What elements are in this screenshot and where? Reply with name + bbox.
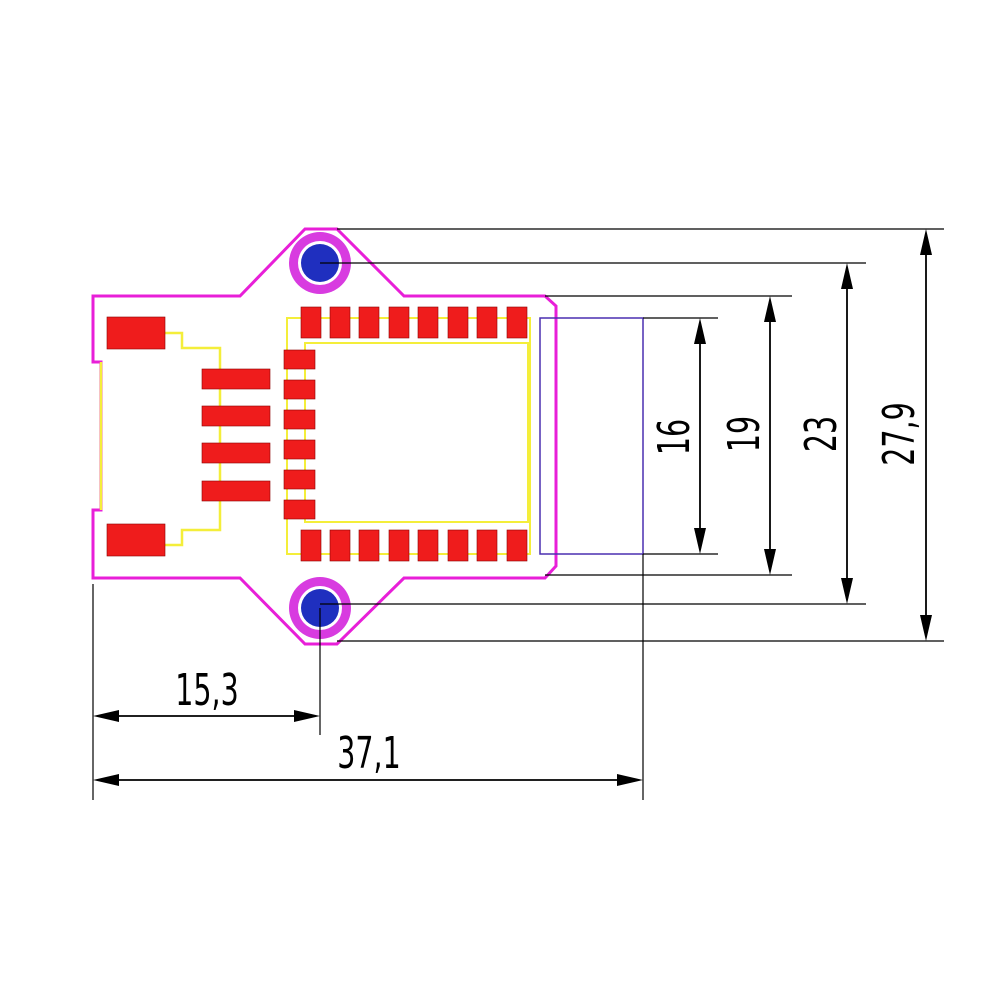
usb-pad bbox=[201, 480, 271, 502]
module-pad bbox=[388, 306, 410, 339]
module-pad bbox=[506, 529, 528, 562]
dimension-line-37-1 bbox=[93, 774, 643, 786]
module-pad bbox=[417, 306, 439, 339]
module-pad bbox=[476, 529, 498, 562]
dimension-label-27-9: 27,9 bbox=[874, 402, 926, 465]
module-pad bbox=[283, 469, 316, 490]
dimension-line-23 bbox=[841, 263, 853, 604]
module-pads-bottom-row bbox=[300, 529, 528, 562]
usb-pad bbox=[201, 442, 271, 464]
usb-pad bbox=[201, 405, 271, 427]
usb-shell-pad-bottom bbox=[106, 523, 166, 557]
module-pad bbox=[283, 439, 316, 460]
module-pad bbox=[329, 529, 351, 562]
module-pad bbox=[447, 306, 469, 339]
module-pad bbox=[329, 306, 351, 339]
usb-connector-silkscreen bbox=[99, 331, 222, 547]
dimension-line-27-9 bbox=[920, 229, 932, 641]
module-pads-top-row bbox=[300, 306, 528, 339]
module-pads-left-column bbox=[283, 349, 316, 520]
dimension-label-16: 16 bbox=[649, 419, 701, 455]
antenna-keepout-area bbox=[539, 317, 644, 555]
dimension-label-37-1: 37,1 bbox=[337, 728, 400, 780]
module-pad bbox=[506, 306, 528, 339]
module-pad bbox=[300, 306, 322, 339]
usb-pad bbox=[201, 368, 271, 390]
dimension-label-15-3: 15,3 bbox=[175, 665, 238, 717]
extension-lines bbox=[92, 228, 944, 800]
module-pad bbox=[476, 306, 498, 339]
dimension-label-23: 23 bbox=[796, 416, 848, 452]
module-pad bbox=[283, 499, 316, 520]
module-silkscreen-inner bbox=[304, 342, 529, 523]
module-pad bbox=[358, 529, 380, 562]
dimension-line-15-3 bbox=[93, 710, 320, 722]
module-pad bbox=[388, 529, 410, 562]
module-pad bbox=[283, 379, 316, 400]
module-pad bbox=[283, 349, 316, 370]
dimension-line-19 bbox=[764, 296, 776, 575]
dimension-label-19: 19 bbox=[719, 416, 771, 452]
module-pad bbox=[283, 409, 316, 430]
module-pad bbox=[447, 529, 469, 562]
dimension-line-16 bbox=[694, 318, 706, 554]
usb-signal-pads bbox=[201, 368, 271, 502]
module-pad bbox=[300, 529, 322, 562]
module-pad bbox=[358, 306, 380, 339]
usb-shell-pad-top bbox=[106, 316, 166, 350]
module-pad bbox=[417, 529, 439, 562]
